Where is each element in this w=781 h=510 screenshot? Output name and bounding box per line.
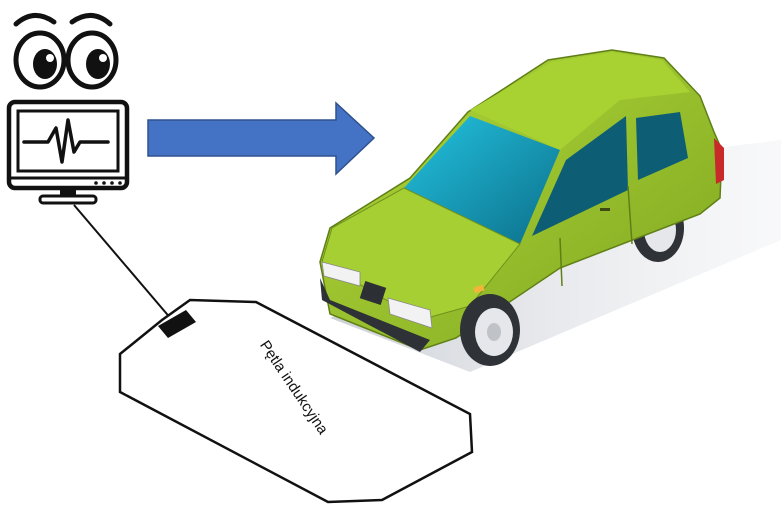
connection-cable <box>73 204 173 321</box>
car-icon <box>319 49 781 372</box>
loop-connector <box>158 310 196 338</box>
eyes-icon <box>13 13 119 90</box>
monitor-icon <box>6 99 130 205</box>
arrow-right-icon <box>147 101 376 176</box>
pulse-icon <box>22 118 110 164</box>
induction-loop: Pętla indukcyjna <box>118 298 474 504</box>
